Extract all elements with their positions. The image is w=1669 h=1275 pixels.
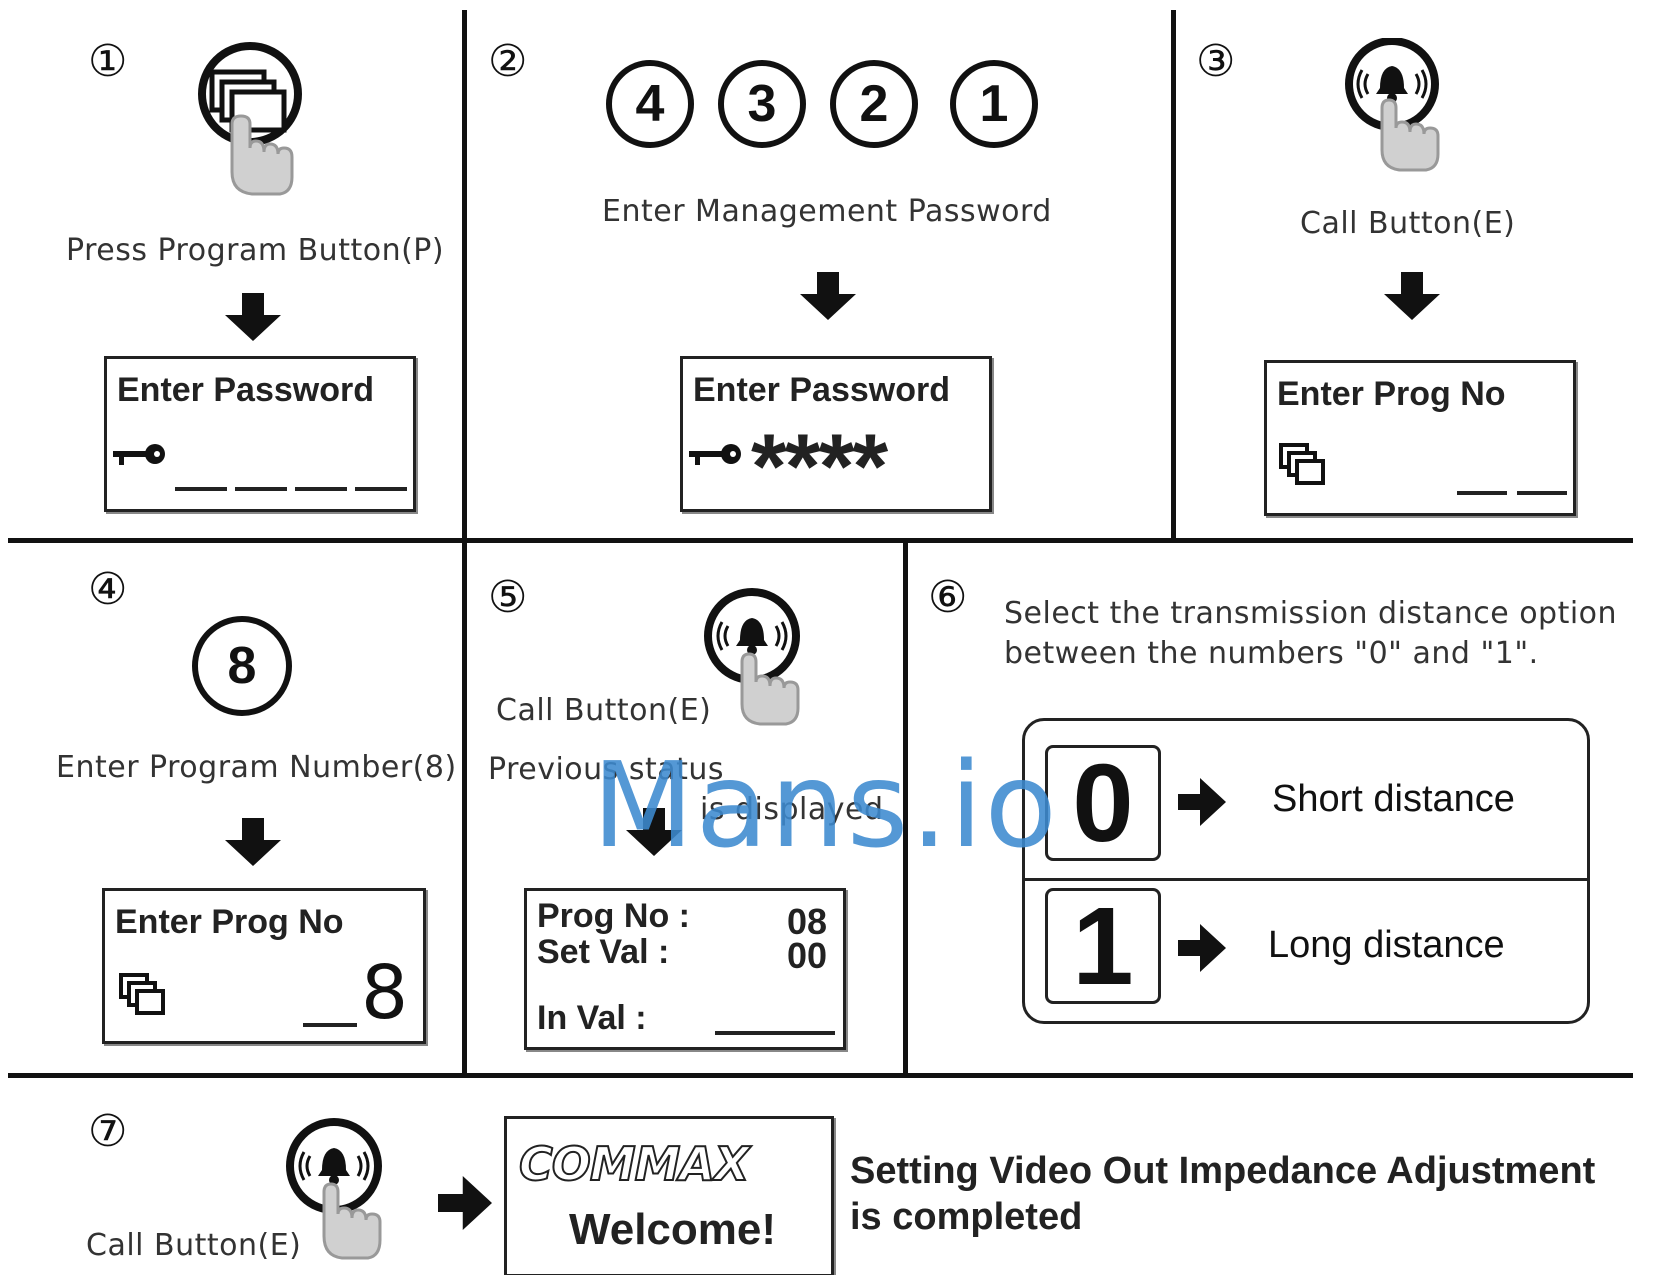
option-divider xyxy=(1025,878,1587,881)
input-placeholder xyxy=(1457,491,1567,495)
program-icon xyxy=(1279,443,1325,485)
step-caption: Call Button(E) xyxy=(86,1228,302,1263)
step-number: ④ xyxy=(88,564,128,615)
option-label: Long distance xyxy=(1268,924,1505,966)
lcd-screen: Enter Password xyxy=(104,356,416,512)
step-number: ⑦ xyxy=(88,1106,128,1157)
digit-button: 4 xyxy=(606,60,694,148)
lcd-title: Enter Prog No xyxy=(1277,375,1506,413)
call-bell-button-icon xyxy=(700,588,815,737)
option-key: 0 xyxy=(1045,745,1161,861)
lcd-title: Enter Password xyxy=(693,371,950,409)
digit-button: 3 xyxy=(718,60,806,148)
input-placeholder xyxy=(715,1031,835,1035)
watermark: Mans.io xyxy=(592,736,1059,874)
arrow-right-icon xyxy=(1178,924,1226,972)
instruction-text: Select the transmission distance option xyxy=(1004,596,1618,631)
divider xyxy=(8,538,1633,543)
set-val-label: Set Val : xyxy=(537,933,670,971)
arrow-down-icon xyxy=(1384,272,1440,324)
prog-no-label: Prog No : xyxy=(537,897,690,935)
brand-logo: COMMAX xyxy=(518,1136,750,1192)
lcd-screen: Enter Prog No xyxy=(1264,360,1576,516)
welcome-text: Welcome! xyxy=(569,1205,777,1254)
step-number: ② xyxy=(488,36,528,87)
program-button-icon xyxy=(190,42,310,211)
prog-no-value: 08 xyxy=(787,901,828,942)
input-placeholder xyxy=(175,487,407,491)
program-number-value: 8 xyxy=(361,950,409,1036)
step-number: ⑤ xyxy=(488,572,528,623)
divider xyxy=(462,540,467,1075)
option-key: 1 xyxy=(1045,888,1161,1004)
step-caption: Enter Program Number(8) xyxy=(56,750,457,785)
lcd-screen: Enter Prog No 8 xyxy=(102,888,426,1044)
instruction-text: between the numbers "0" and "1". xyxy=(1004,636,1539,671)
option-label: Short distance xyxy=(1272,778,1515,820)
digit-button: 2 xyxy=(830,60,918,148)
set-val-value: 00 xyxy=(787,935,828,976)
step-number: ① xyxy=(88,36,128,87)
step-caption: Press Program Button(P) xyxy=(66,233,445,268)
arrow-right-icon xyxy=(1178,778,1226,826)
key-icon xyxy=(113,444,165,465)
arrow-down-icon xyxy=(626,808,682,860)
password-mask: **** xyxy=(751,416,888,518)
result-text: is completed xyxy=(850,1196,1083,1238)
lcd-screen: Enter Password **** xyxy=(680,356,992,518)
divider xyxy=(903,540,908,1075)
step-caption: Enter Management Password xyxy=(602,194,1052,229)
divider xyxy=(462,10,467,540)
status-text: Previous status xyxy=(488,752,725,787)
divider xyxy=(8,1073,1633,1078)
arrow-down-icon xyxy=(800,272,856,324)
digit-button: 1 xyxy=(950,60,1038,148)
divider xyxy=(1171,10,1176,540)
step-number: ⑥ xyxy=(928,572,968,623)
key-icon xyxy=(689,444,741,465)
result-text: Setting Video Out Impedance Adjustment xyxy=(850,1150,1596,1192)
lcd-title: Enter Password xyxy=(117,371,374,409)
option-panel xyxy=(1022,718,1590,1024)
step-caption: Call Button(E) xyxy=(1300,206,1516,241)
input-placeholder xyxy=(303,1023,357,1027)
step-number: ③ xyxy=(1196,36,1236,87)
digit-button: 8 xyxy=(192,616,292,716)
call-bell-button-icon xyxy=(1340,37,1455,182)
program-icon xyxy=(119,973,165,1015)
lcd-screen: Prog No : 08 Set Val : 00 In Val : xyxy=(524,888,846,1050)
in-val-label: In Val : xyxy=(537,999,647,1037)
arrow-down-icon xyxy=(225,818,281,870)
lcd-title: Enter Prog No xyxy=(115,903,344,941)
arrow-right-icon xyxy=(438,1176,492,1230)
arrow-down-icon xyxy=(225,293,281,345)
lcd-screen: COMMAX Welcome! xyxy=(504,1116,834,1275)
call-bell-button-icon xyxy=(282,1118,397,1272)
status-text: is displayed xyxy=(700,792,884,827)
step-caption: Call Button(E) xyxy=(496,693,712,728)
